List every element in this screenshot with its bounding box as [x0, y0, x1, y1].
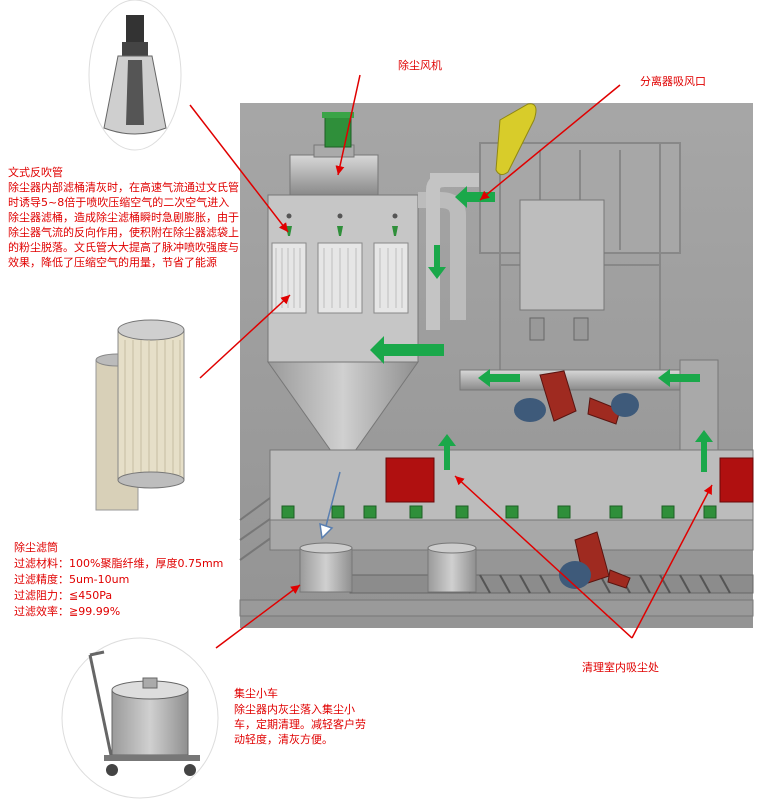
dust-fall-arrow: [319, 471, 341, 540]
label-dust-fan: 除尘风机: [398, 59, 442, 72]
filter-spec-efficiency: 过滤效率：≧99.99%: [14, 605, 121, 618]
cyclone-yellow: [495, 103, 537, 176]
filter-title: 除尘滤筒: [14, 541, 58, 554]
cart-title: 集尘小车: [234, 687, 278, 700]
blast-wheels: [514, 370, 639, 589]
separator-box: [519, 199, 605, 311]
cart-description: 除尘器内灰尘落入集尘小车，定期清理。减轻客户劳动轻度，清灰方便。: [234, 703, 366, 746]
filter-spec-material: 过滤材料：100%聚脂纤维，厚度0.75mm: [14, 557, 224, 570]
dust-collector-body: [267, 194, 419, 363]
main-duct: [418, 192, 466, 320]
blast-machine-body: [269, 449, 754, 551]
venturi-title: 文式反吹管: [8, 166, 63, 179]
filter-spec-resistance: 过滤阻力：≦450Pa: [14, 589, 113, 602]
venturi-tube-image: [88, 0, 182, 151]
label-separator-inlet: 分离器吸风口: [640, 75, 706, 88]
access-door-right: [719, 457, 754, 503]
filter-cartridge-image: [79, 319, 191, 525]
callout-lines: [189, 74, 713, 649]
dust-cart-image: [61, 637, 219, 799]
dust-fan-unit: [289, 112, 379, 196]
dust-bins-in-machine: [299, 542, 477, 593]
label-cleaning-room: 清理室内吸尘处: [582, 661, 659, 674]
filter-spec-precision: 过滤精度：5um-10um: [14, 573, 130, 586]
airflow-arrows: [370, 186, 713, 472]
venturi-description: 除尘器内部滤桶清灰时，在高速气流通过文氏管时诱导5~8倍于喷吹压缩空气的二次空气…: [8, 181, 239, 269]
access-door-left: [385, 457, 435, 503]
